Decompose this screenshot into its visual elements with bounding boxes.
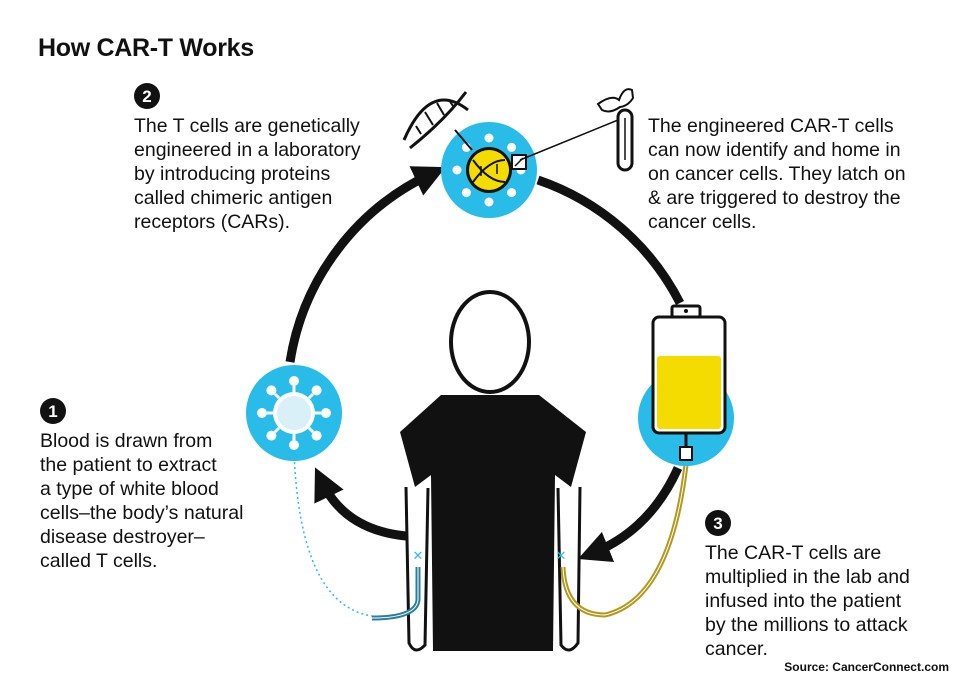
infusion-tube-inner <box>562 464 687 616</box>
cycle-arrow-blood-to-1 <box>314 467 407 541</box>
patient-silhouette <box>400 290 586 652</box>
dna-helix-icon <box>402 91 473 151</box>
patient-right-arm <box>556 486 582 652</box>
step-3-description: The CAR-T cells are multiplied in the la… <box>705 542 910 660</box>
cycle-arrow-3-to-patient <box>577 466 683 562</box>
t-cell-icon <box>246 365 342 461</box>
blood-draw-line <box>293 451 373 617</box>
needle-site-right-icon: ✕ <box>556 549 567 564</box>
test-tube-icon <box>519 88 635 172</box>
cycle-arrow-2-to-3 <box>536 175 685 306</box>
patient-head <box>449 290 531 394</box>
targeting-description: The engineered CAR-T cells can now ident… <box>648 115 906 233</box>
step-3-number-badge: 3 <box>705 510 731 536</box>
source-credit: Source: CancerConnect.com <box>784 660 949 674</box>
step-2-description: The T cells are genetically engineered i… <box>134 115 361 233</box>
iv-bag-icon <box>638 304 734 466</box>
step-2-number-badge: 2 <box>134 83 160 109</box>
step-1-number-badge: 1 <box>40 398 66 424</box>
patient-body <box>400 395 586 651</box>
gene-engineering-icon <box>441 122 537 218</box>
blood-draw-tube-inner <box>371 567 419 619</box>
step-1-description: Blood is drawn from the patient to extra… <box>40 430 244 572</box>
page-title: How CAR-T Works <box>38 34 254 62</box>
needle-site-left-icon: ✕ <box>413 549 424 564</box>
cycle-arrow-1-to-2 <box>285 166 446 363</box>
